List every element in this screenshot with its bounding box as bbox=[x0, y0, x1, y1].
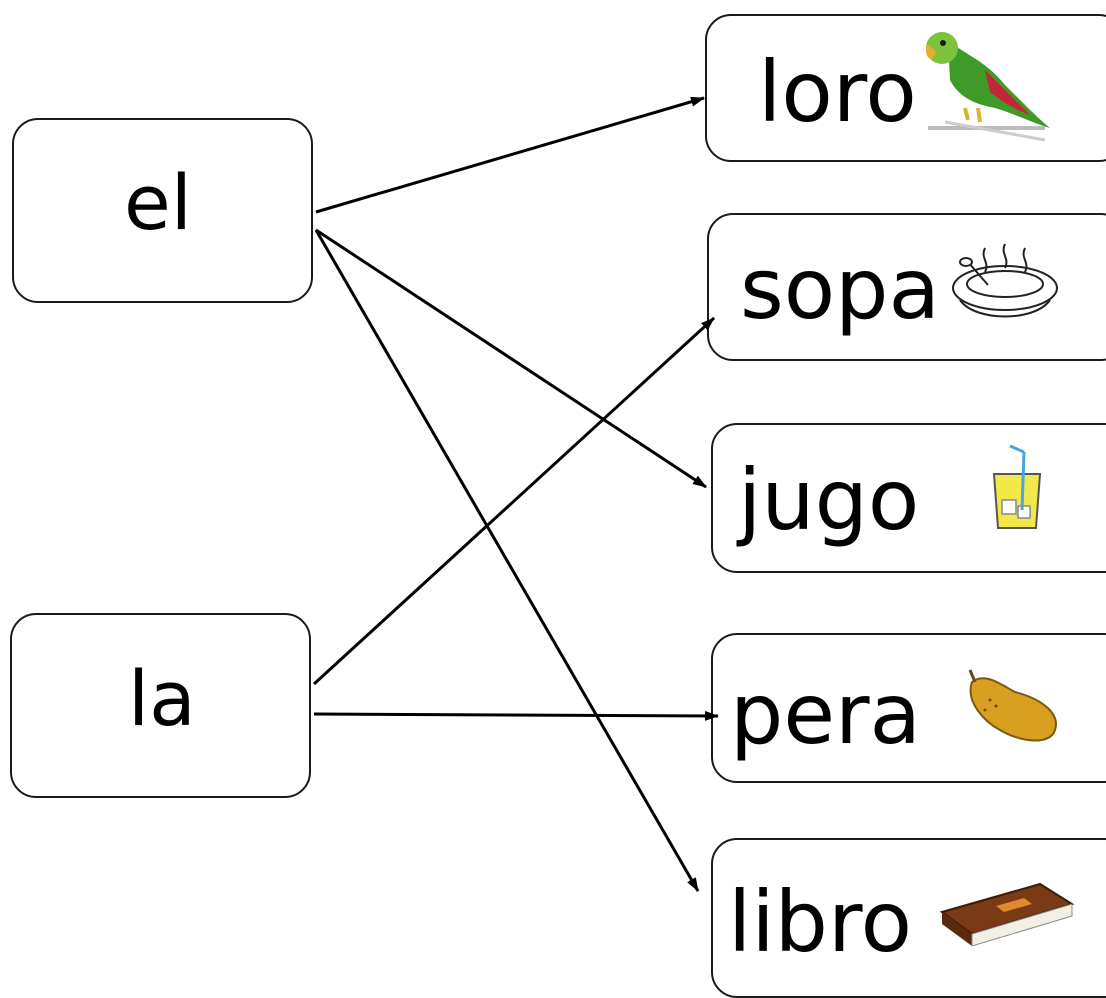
article-box-el[interactable] bbox=[12, 118, 313, 303]
article-label-la: la bbox=[128, 654, 196, 743]
arrow-la-to-pera bbox=[313, 710, 719, 721]
arrow-la-to-sopa bbox=[312, 316, 716, 686]
article-box-la[interactable] bbox=[10, 613, 311, 798]
noun-label-jugo: jugo bbox=[738, 451, 920, 549]
pear-icon bbox=[968, 669, 1057, 742]
juice-glass-icon bbox=[992, 444, 1042, 529]
arrow-el-to-loro bbox=[315, 96, 705, 214]
arrow-el-to-jugo bbox=[315, 228, 707, 489]
noun-label-sopa: sopa bbox=[740, 240, 940, 338]
article-label-el: el bbox=[124, 158, 192, 247]
noun-label-libro: libro bbox=[728, 873, 913, 971]
noun-label-loro: loro bbox=[758, 43, 917, 141]
parrot-icon bbox=[925, 32, 1050, 142]
noun-box-jugo[interactable] bbox=[711, 423, 1106, 573]
arrow-el-to-libro bbox=[314, 229, 700, 892]
noun-label-pera: pera bbox=[730, 665, 922, 763]
book-icon bbox=[939, 882, 1075, 947]
connection-arrows bbox=[312, 96, 719, 892]
noun-box-loro[interactable] bbox=[705, 14, 1106, 162]
soup-bowl-icon bbox=[952, 243, 1058, 318]
